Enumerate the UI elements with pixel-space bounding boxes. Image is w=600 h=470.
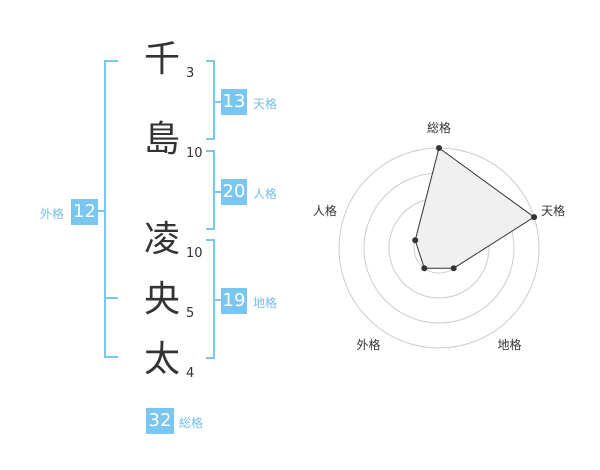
gaikaku-value: 12: [71, 199, 98, 225]
name-char-1: 千: [143, 39, 180, 80]
stroke-count-5: 4: [186, 366, 195, 381]
radar-point-2: [531, 214, 538, 221]
tenkaku-value: 13: [221, 89, 247, 115]
chikaku-label: 地格: [253, 296, 278, 310]
sokaku-label: 総格: [179, 416, 204, 430]
stroke-count-2: 10: [186, 146, 203, 161]
radar-axis-label-1: 総格: [427, 120, 451, 135]
name-char-4: 央: [143, 279, 180, 320]
radar-axis-label-5: 人格: [313, 203, 337, 218]
gaikaku-label: 外格: [40, 207, 65, 221]
radar-point-5: [412, 237, 419, 244]
sokaku-value: 32: [146, 408, 174, 434]
name-char-2: 島: [143, 119, 180, 160]
tenkaku-label: 天格: [253, 97, 278, 111]
name-char-5: 太: [143, 339, 180, 380]
radar-point-1: [436, 145, 442, 151]
radar-polygon: [414, 147, 535, 269]
chikaku-value: 19: [221, 288, 247, 314]
radar-axis-label-2: 天格: [541, 203, 565, 218]
stroke-count-4: 5: [186, 306, 195, 321]
stroke-count-3: 10: [186, 246, 203, 261]
stroke-count-1: 3: [186, 66, 195, 81]
radar-point-3: [450, 265, 457, 272]
jinkaku-value: 20: [221, 179, 247, 205]
radar-axis-label-4: 外格: [356, 337, 380, 352]
name-char-3: 凌: [143, 219, 180, 260]
radar-point-4: [421, 265, 428, 272]
jinkaku-label: 人格: [253, 187, 278, 201]
radar-axis-label-3: 地格: [498, 337, 522, 352]
